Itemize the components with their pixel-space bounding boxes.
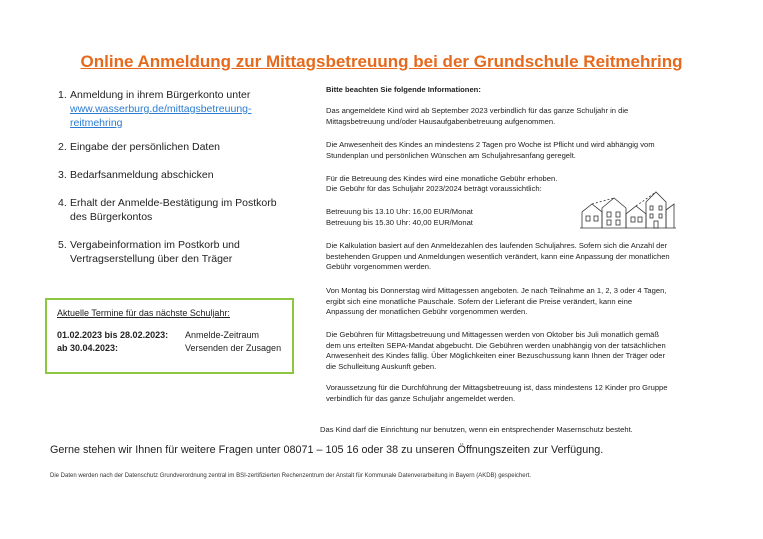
contact-info: Gerne stehen wir Ihnen für weitere Frage… (50, 444, 604, 456)
step-number: 2. (58, 141, 67, 153)
step-text: Erhalt der Anmelde-Bestätigung im Postko… (70, 197, 277, 223)
termine-heading: Aktuelle Termine für das nächste Schulja… (57, 308, 230, 318)
privacy-note: Die Daten werden nach der Datenschutz Gr… (50, 473, 531, 479)
step-text: Eingabe der persönlichen Daten (70, 141, 221, 153)
page-title: Online Anmeldung zur Mittagsbetreuung be… (80, 52, 683, 71)
info-paragraph: Die Gebühren für Mittagsbetreuung und Mi… (326, 330, 666, 371)
fee-line: Betreuung bis 13.10 Uhr: 16,00 EUR/Monat (326, 207, 473, 216)
termine-date: ab 30.04.2023: (57, 343, 119, 353)
info-paragraph: Für die Betreuung des Kindes wird eine m… (326, 174, 558, 183)
step-number: 5. (58, 239, 67, 251)
termine-row: ab 30.04.2023: Versenden der Zusagen (57, 343, 281, 353)
termine-box: Aktuelle Termine für das nächste Schulja… (45, 298, 294, 374)
termine-label: Anmelde-Zeitraum (185, 330, 260, 340)
step-number: 1. (58, 89, 67, 101)
step-number: 4. (58, 197, 67, 209)
info-paragraph: Die Kalkulation basiert auf den Anmeldez… (326, 241, 670, 271)
termine-date: 01.02.2023 bis 28.02.2023: (57, 330, 169, 340)
step-text: Bedarfsanmeldung abschicken (70, 169, 214, 181)
info-paragraph: Die Anwesenheit des Kindes an mindestens… (326, 140, 655, 160)
info-paragraph: Voraussetzung für die Durchführung der M… (326, 383, 668, 403)
step-text: Anmeldung in ihrem Bürgerkonto unter (70, 89, 251, 101)
info-paragraph: Von Montag bis Donnerstag wird Mittagess… (326, 286, 667, 316)
info-paragraph: Das angemeldete Kind wird ab September 2… (326, 106, 629, 126)
termine-label: Versenden der Zusagen (185, 343, 282, 353)
termine-row: 01.02.2023 bis 28.02.2023: Anmelde-Zeitra… (57, 330, 259, 340)
info-paragraph: Die Gebühr für das Schuljahr 2023/2024 b… (326, 184, 542, 193)
step-number: 3. (58, 169, 67, 181)
masern-note: Das Kind darf die Einrichtung nur benutz… (320, 425, 633, 434)
village-sketch-icon (580, 191, 676, 229)
registration-link[interactable]: www.wasserburg.de/mittagsbetreuung-reitm… (70, 103, 252, 129)
info-heading: Bitte beachten Sie folgende Informatione… (326, 85, 481, 94)
step-text: Vergabeinformation im Postkorb und Vertr… (70, 239, 240, 265)
fee-line: Betreuung bis 15.30 Uhr: 40,00 EUR/Monat (326, 218, 473, 227)
